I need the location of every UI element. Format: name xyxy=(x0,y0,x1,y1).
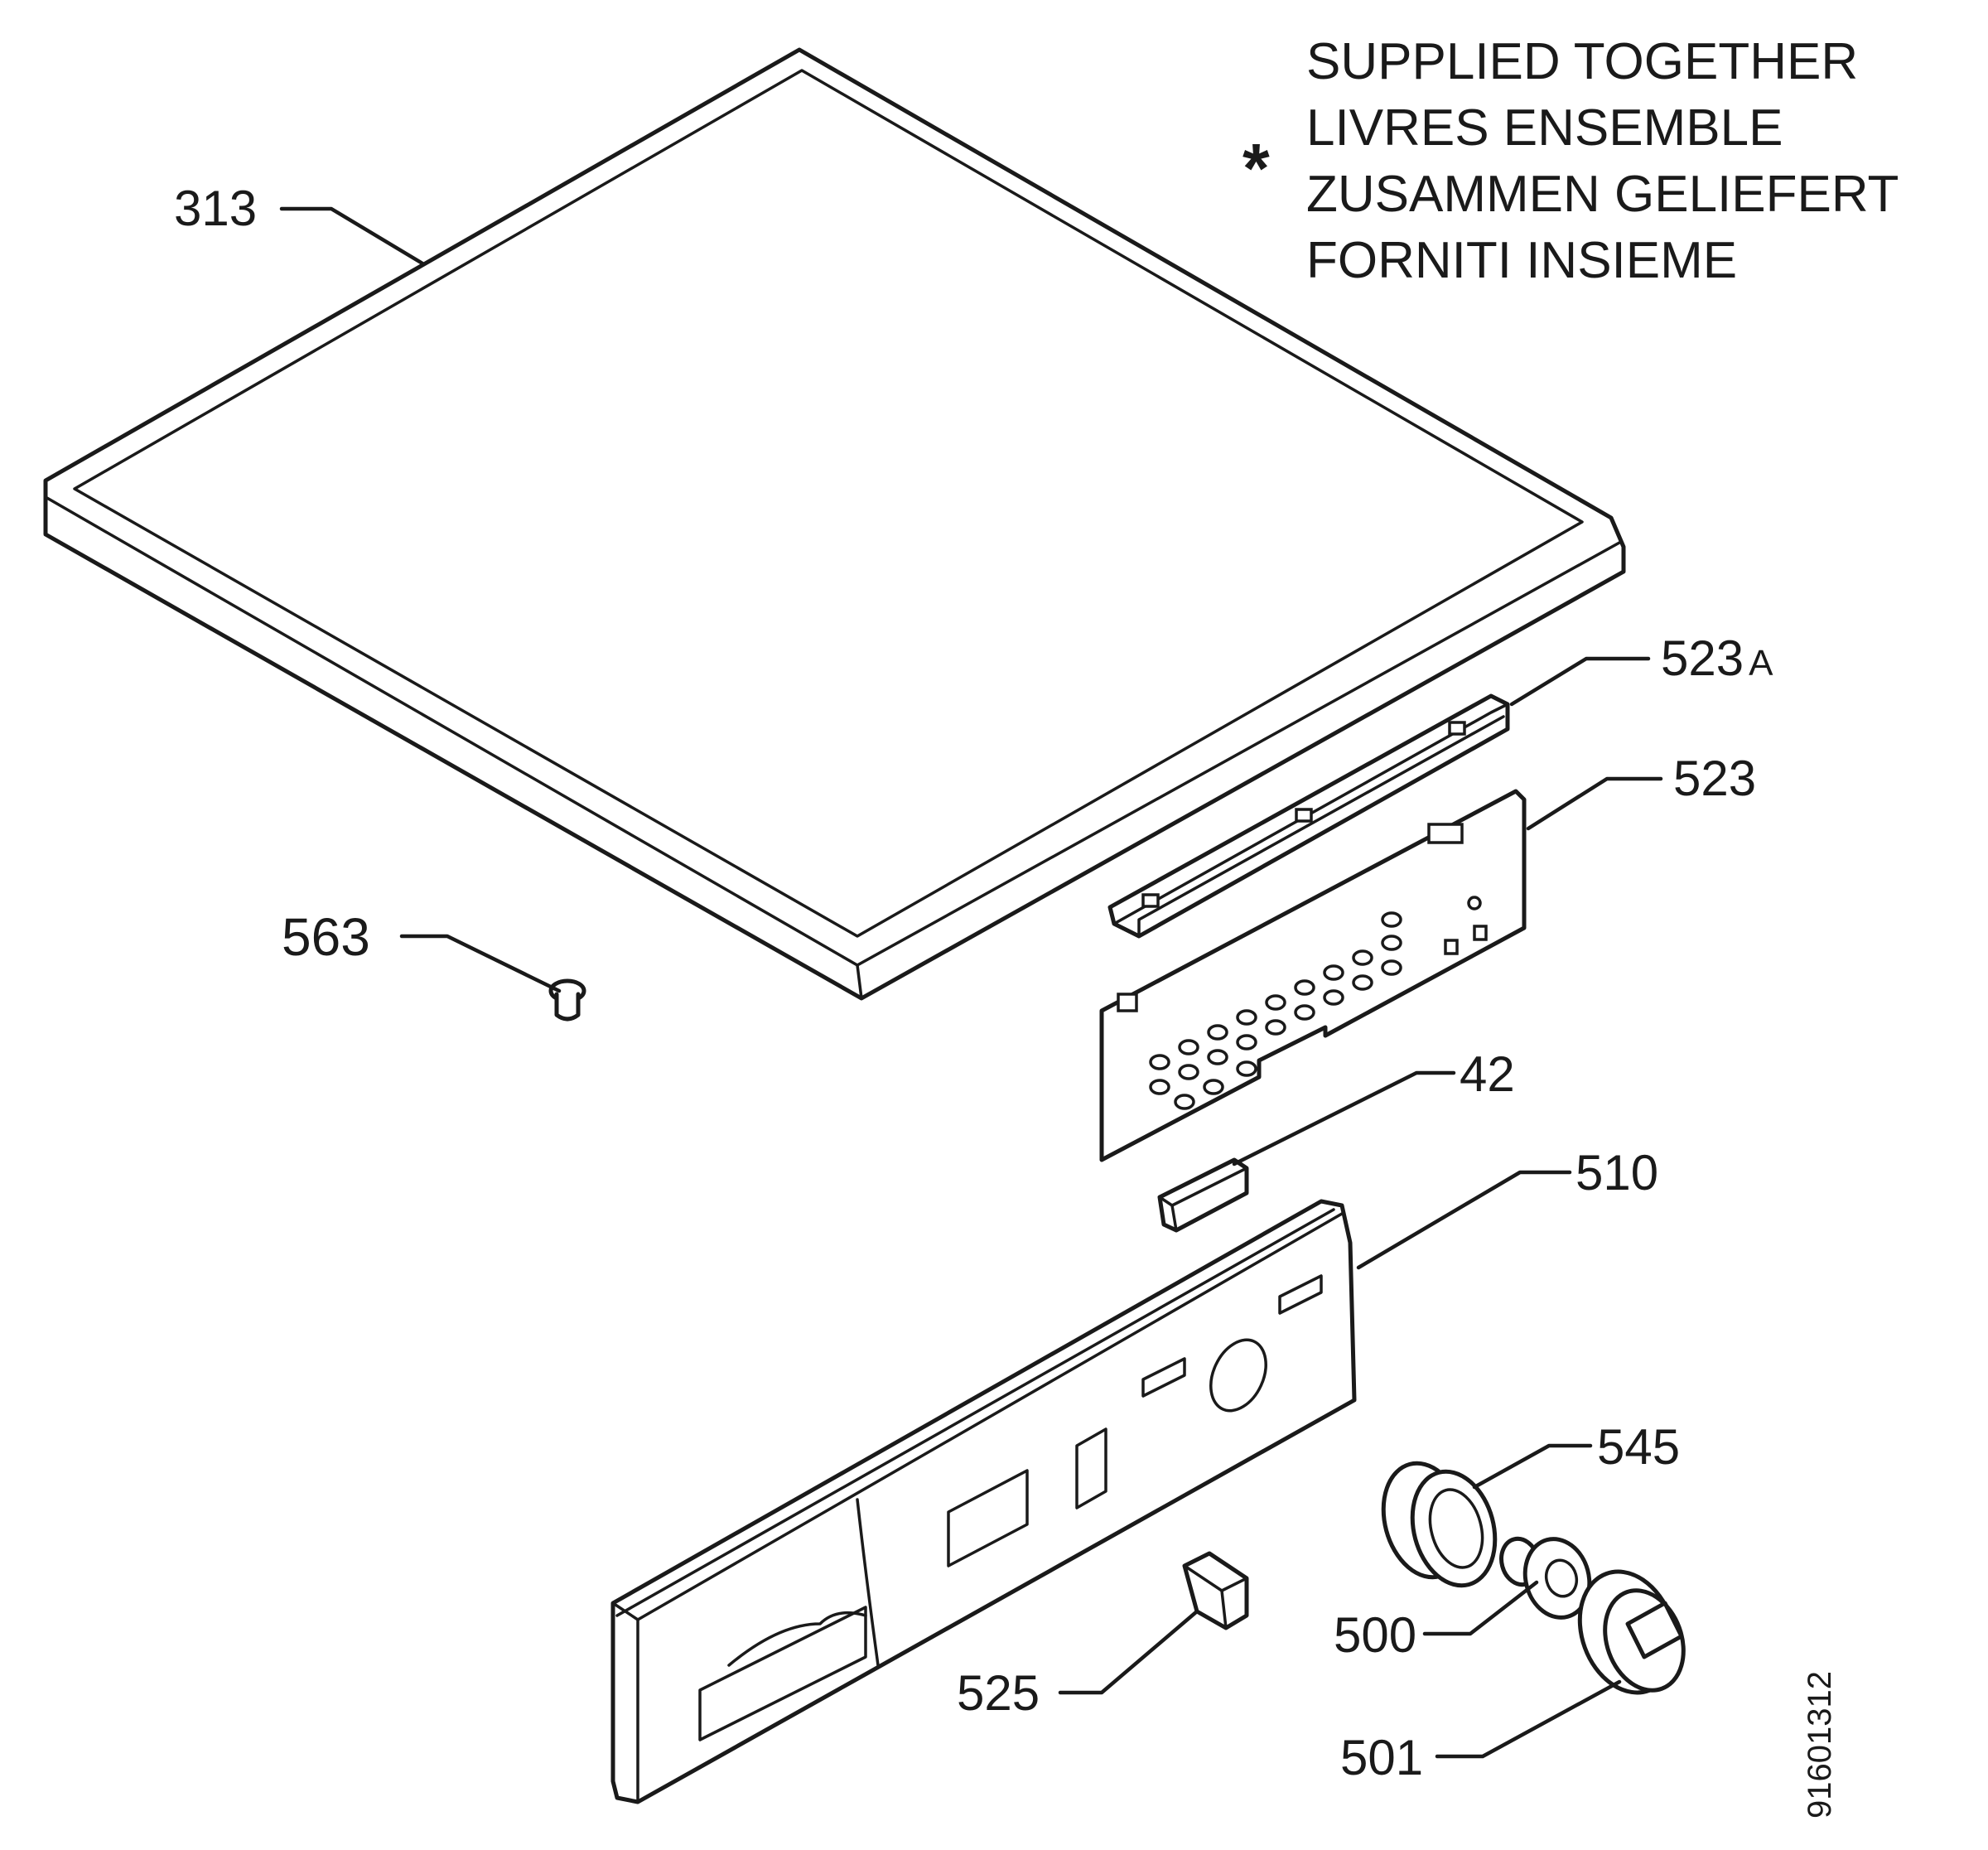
part-525-button xyxy=(1182,1551,1249,1630)
part-500-knob-shaft xyxy=(1499,1536,1592,1620)
label-313: 313 xyxy=(174,181,257,236)
document-number: 91601312 xyxy=(1802,1671,1838,1819)
leader-545 xyxy=(1472,1443,1593,1490)
leader-523 xyxy=(1526,776,1663,831)
part-523-board xyxy=(1099,789,1527,1162)
part-42-connector xyxy=(1157,1157,1249,1233)
legend: * SUPPLIED TOGETHER LIVRES ENSEMBLE ZUSA… xyxy=(1242,33,1899,289)
label-500: 500 xyxy=(1334,1607,1416,1663)
leader-500 xyxy=(1422,1580,1539,1636)
label-563: 563 xyxy=(282,907,370,967)
label-523: 523 xyxy=(1673,751,1756,806)
part-501-knob-cap xyxy=(1577,1569,1686,1695)
leader-501 xyxy=(1435,1679,1622,1759)
leader-lines xyxy=(279,206,1663,1759)
part-545-knob-ring xyxy=(1381,1461,1498,1588)
leader-510 xyxy=(1356,1170,1572,1270)
legend-line-1: SUPPLIED TOGETHER xyxy=(1306,33,1858,90)
part-523a-rail xyxy=(1107,693,1510,939)
part-313-top-cover xyxy=(43,47,1626,1001)
legend-line-2: LIVRES ENSEMBLE xyxy=(1306,99,1783,157)
label-545: 545 xyxy=(1597,1419,1680,1475)
leader-42 xyxy=(1232,1070,1456,1167)
label-525: 525 xyxy=(957,1665,1040,1721)
leader-525 xyxy=(1058,1609,1199,1695)
label-510: 510 xyxy=(1575,1145,1658,1200)
legend-line-3: ZUSAMMEN GELIEFERT xyxy=(1306,166,1899,223)
leader-313 xyxy=(279,206,425,266)
label-501: 501 xyxy=(1340,1730,1423,1785)
legend-asterisk: * xyxy=(1242,129,1270,207)
legend-line-4: FORNITI INSIEME xyxy=(1306,232,1737,289)
board-slot-holes xyxy=(1149,911,1402,1110)
part-510-control-panel xyxy=(610,1199,1357,1804)
leader-523a xyxy=(1509,656,1651,707)
label-42: 42 xyxy=(1460,1046,1515,1102)
leader-563 xyxy=(399,934,562,993)
part-563-cap xyxy=(548,978,586,1022)
